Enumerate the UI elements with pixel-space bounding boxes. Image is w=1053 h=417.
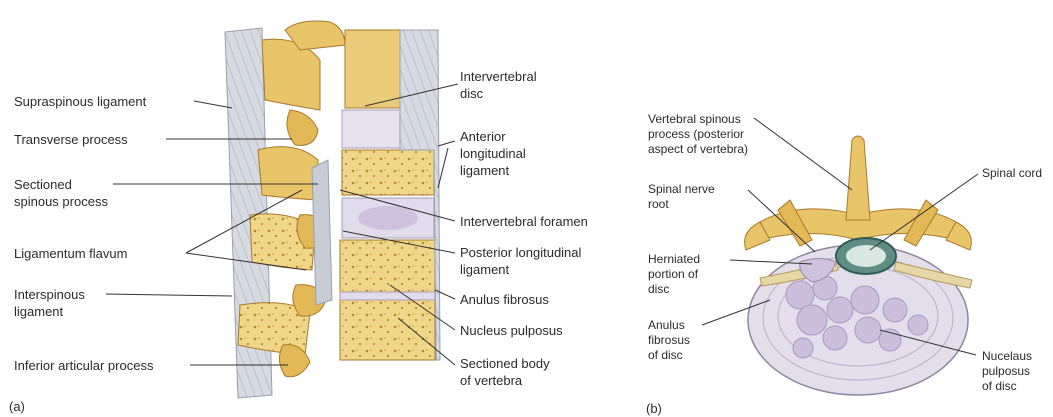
label-anulus-fibrosus: Anulus fibrosus: [460, 291, 549, 308]
label-transverse-process: Transverse process: [14, 131, 128, 148]
label-nucleus-pulposus: Nucleus pulposus: [460, 322, 563, 339]
label-vertebral-spinous-process: Vertebral spinous process (posterior asp…: [648, 112, 748, 157]
label-anterior-longitudinal-ligament: Anterior longitudinal ligament: [460, 128, 526, 179]
label-intervertebral-foramen: Intervertebral foramen: [460, 213, 588, 230]
label-spinal-cord: Spinal cord: [982, 166, 1042, 181]
label-posterior-longitudinal-ligament: Posterior longitudinal ligament: [460, 244, 581, 278]
label-sectioned-body-of-vertebra: Sectioned body of vertebra: [460, 355, 550, 389]
label-intervertebral-disc: Intervertebral disc: [460, 68, 537, 102]
label-supraspinous-ligament: Supraspinous ligament: [14, 93, 146, 110]
spine-sagittal-illustration: [225, 21, 440, 398]
label-ligamentum-flavum: Ligamentum flavum: [14, 245, 127, 262]
label-interspinous-ligament: Interspinous ligament: [14, 286, 85, 320]
panel-b-tag: (b): [646, 401, 662, 416]
disc-transverse-illustration: [745, 136, 972, 395]
label-inferior-articular-process: Inferior articular process: [14, 357, 153, 374]
label-sectioned-spinous-process: Sectioned spinous process: [14, 176, 108, 210]
label-spinal-nerve-root: Spinal nerve root: [648, 182, 715, 212]
label-anulus-fibrosus-of-disc: Anulus fibrosus of disc: [648, 318, 690, 363]
label-nucleus-pulposus-of-disc: Nucelaus pulposus of disc: [982, 349, 1032, 394]
panel-a-tag: (a): [9, 399, 25, 414]
label-herniated-portion-of-disc: Herniated portion of disc: [648, 252, 700, 297]
